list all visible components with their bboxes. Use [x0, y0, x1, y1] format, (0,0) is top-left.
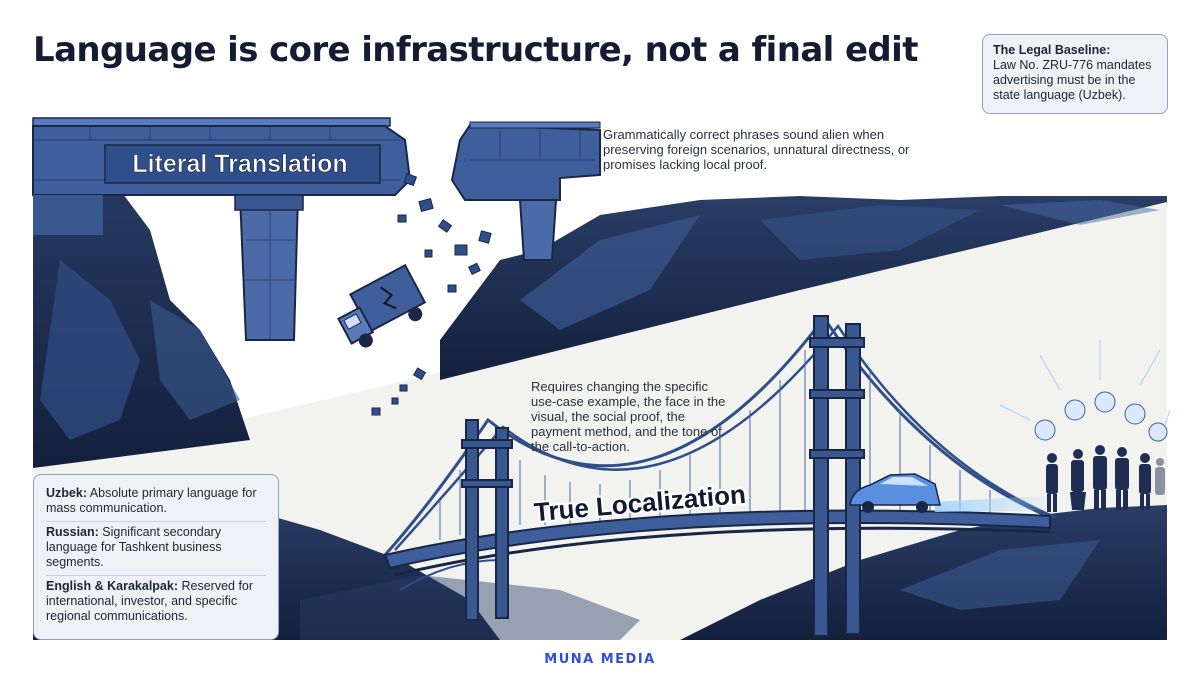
literal-translation-caption: Grammatically correct phrases sound alie…	[603, 127, 910, 172]
language-description: Reserved for international, investor, an…	[46, 579, 254, 623]
language-description: Significant secondary language for Tashk…	[46, 525, 222, 569]
language-priority-card: Uzbek: Absolute primary language for mas…	[33, 474, 279, 640]
language-item-english-karakalpak: English & Karakalpak: Reserved for inter…	[46, 576, 266, 629]
language-name: Uzbek:	[46, 486, 87, 500]
language-description: Absolute primary language for mass commu…	[46, 486, 257, 515]
language-item-uzbek: Uzbek: Absolute primary language for mas…	[46, 483, 266, 522]
car	[849, 473, 1060, 513]
language-item-russian: Russian: Significant secondary language …	[46, 522, 266, 576]
falling-truck	[337, 263, 427, 348]
literal-translation-label: Literal Translation	[132, 150, 347, 178]
legal-baseline-title: The Legal Baseline:	[993, 43, 1111, 57]
literal-bridge	[32, 117, 601, 416]
page-title: Language is core infrastructure, not a f…	[33, 30, 918, 70]
language-name: Russian:	[46, 525, 99, 539]
suspension-bridge	[383, 315, 1060, 637]
celebrating-crowd	[999, 340, 1171, 512]
language-name: English & Karakalpak:	[46, 579, 178, 593]
literal-canyon-rocks	[33, 150, 1167, 468]
localization-caption: Requires changing the specific use-case …	[531, 379, 726, 454]
brand-logo: MUNA MEDIA	[544, 652, 656, 667]
legal-baseline-text: Law No. ZRU-776 mandates advertising mus…	[993, 58, 1152, 102]
legal-baseline-card: The Legal Baseline: Law No. ZRU-776 mand…	[982, 34, 1168, 114]
